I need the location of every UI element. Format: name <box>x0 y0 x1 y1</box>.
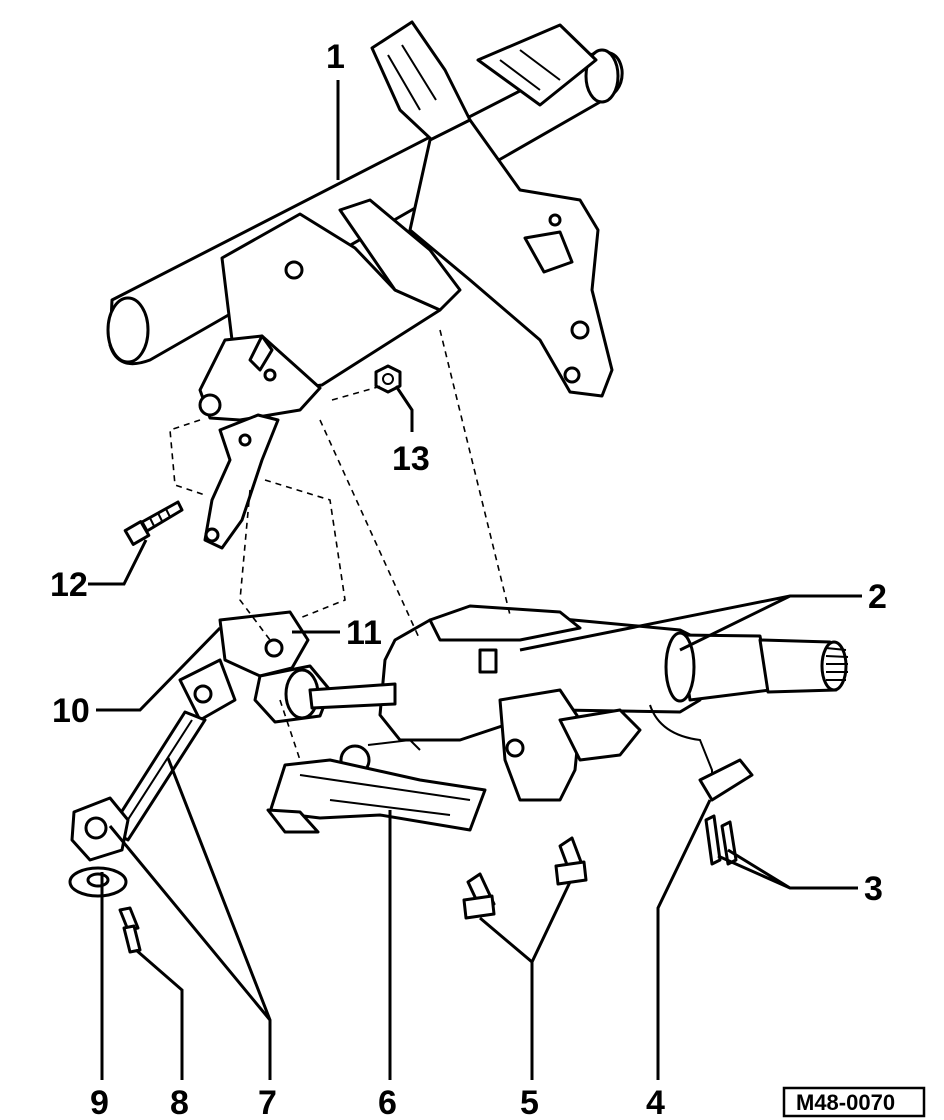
callout-1: 1 <box>326 38 345 76</box>
leader-lines <box>88 80 862 1080</box>
callout-11: 11 <box>346 614 382 652</box>
part-9-lower-joint <box>68 796 130 898</box>
callout-7: 7 <box>258 1084 277 1120</box>
leader-5 <box>479 881 572 1080</box>
callout-12: 12 <box>50 566 88 604</box>
leader-10 <box>96 626 222 712</box>
callout-labels: 1 2 3 4 5 6 7 8 9 10 11 12 13 <box>50 38 887 1120</box>
leader-7 <box>108 757 272 1080</box>
leader-2 <box>519 594 862 652</box>
part-6-bracket <box>266 758 487 834</box>
part-2-steering-column <box>339 604 849 802</box>
callout-8: 8 <box>170 1084 189 1120</box>
leader-12 <box>88 539 148 586</box>
callout-13: 13 <box>392 440 430 478</box>
leader-8 <box>135 948 184 1080</box>
callout-3: 3 <box>864 870 883 908</box>
part-1-cross-member <box>106 20 624 422</box>
callout-10: 10 <box>52 692 90 730</box>
part-11-joint <box>218 610 397 724</box>
reference-code: M48-0070 <box>782 1086 926 1118</box>
leader-3 <box>717 848 858 890</box>
callout-2: 2 <box>868 578 887 616</box>
leader-4 <box>656 799 712 1080</box>
leader-13 <box>394 385 414 432</box>
callout-5: 5 <box>520 1084 539 1120</box>
part-12-bolt <box>123 500 184 546</box>
part-5-bolts <box>462 836 588 920</box>
part-13-nut <box>374 364 402 394</box>
part-7-intermediate-shaft <box>108 658 237 842</box>
part-8-bolt <box>118 906 142 954</box>
callout-4: 4 <box>646 1084 665 1120</box>
bracket-lower-left <box>203 413 280 550</box>
alignment-lines <box>169 329 511 761</box>
reference-code-text: M48-0070 <box>796 1090 895 1115</box>
callout-9: 9 <box>90 1084 109 1120</box>
callout-6: 6 <box>378 1084 397 1120</box>
